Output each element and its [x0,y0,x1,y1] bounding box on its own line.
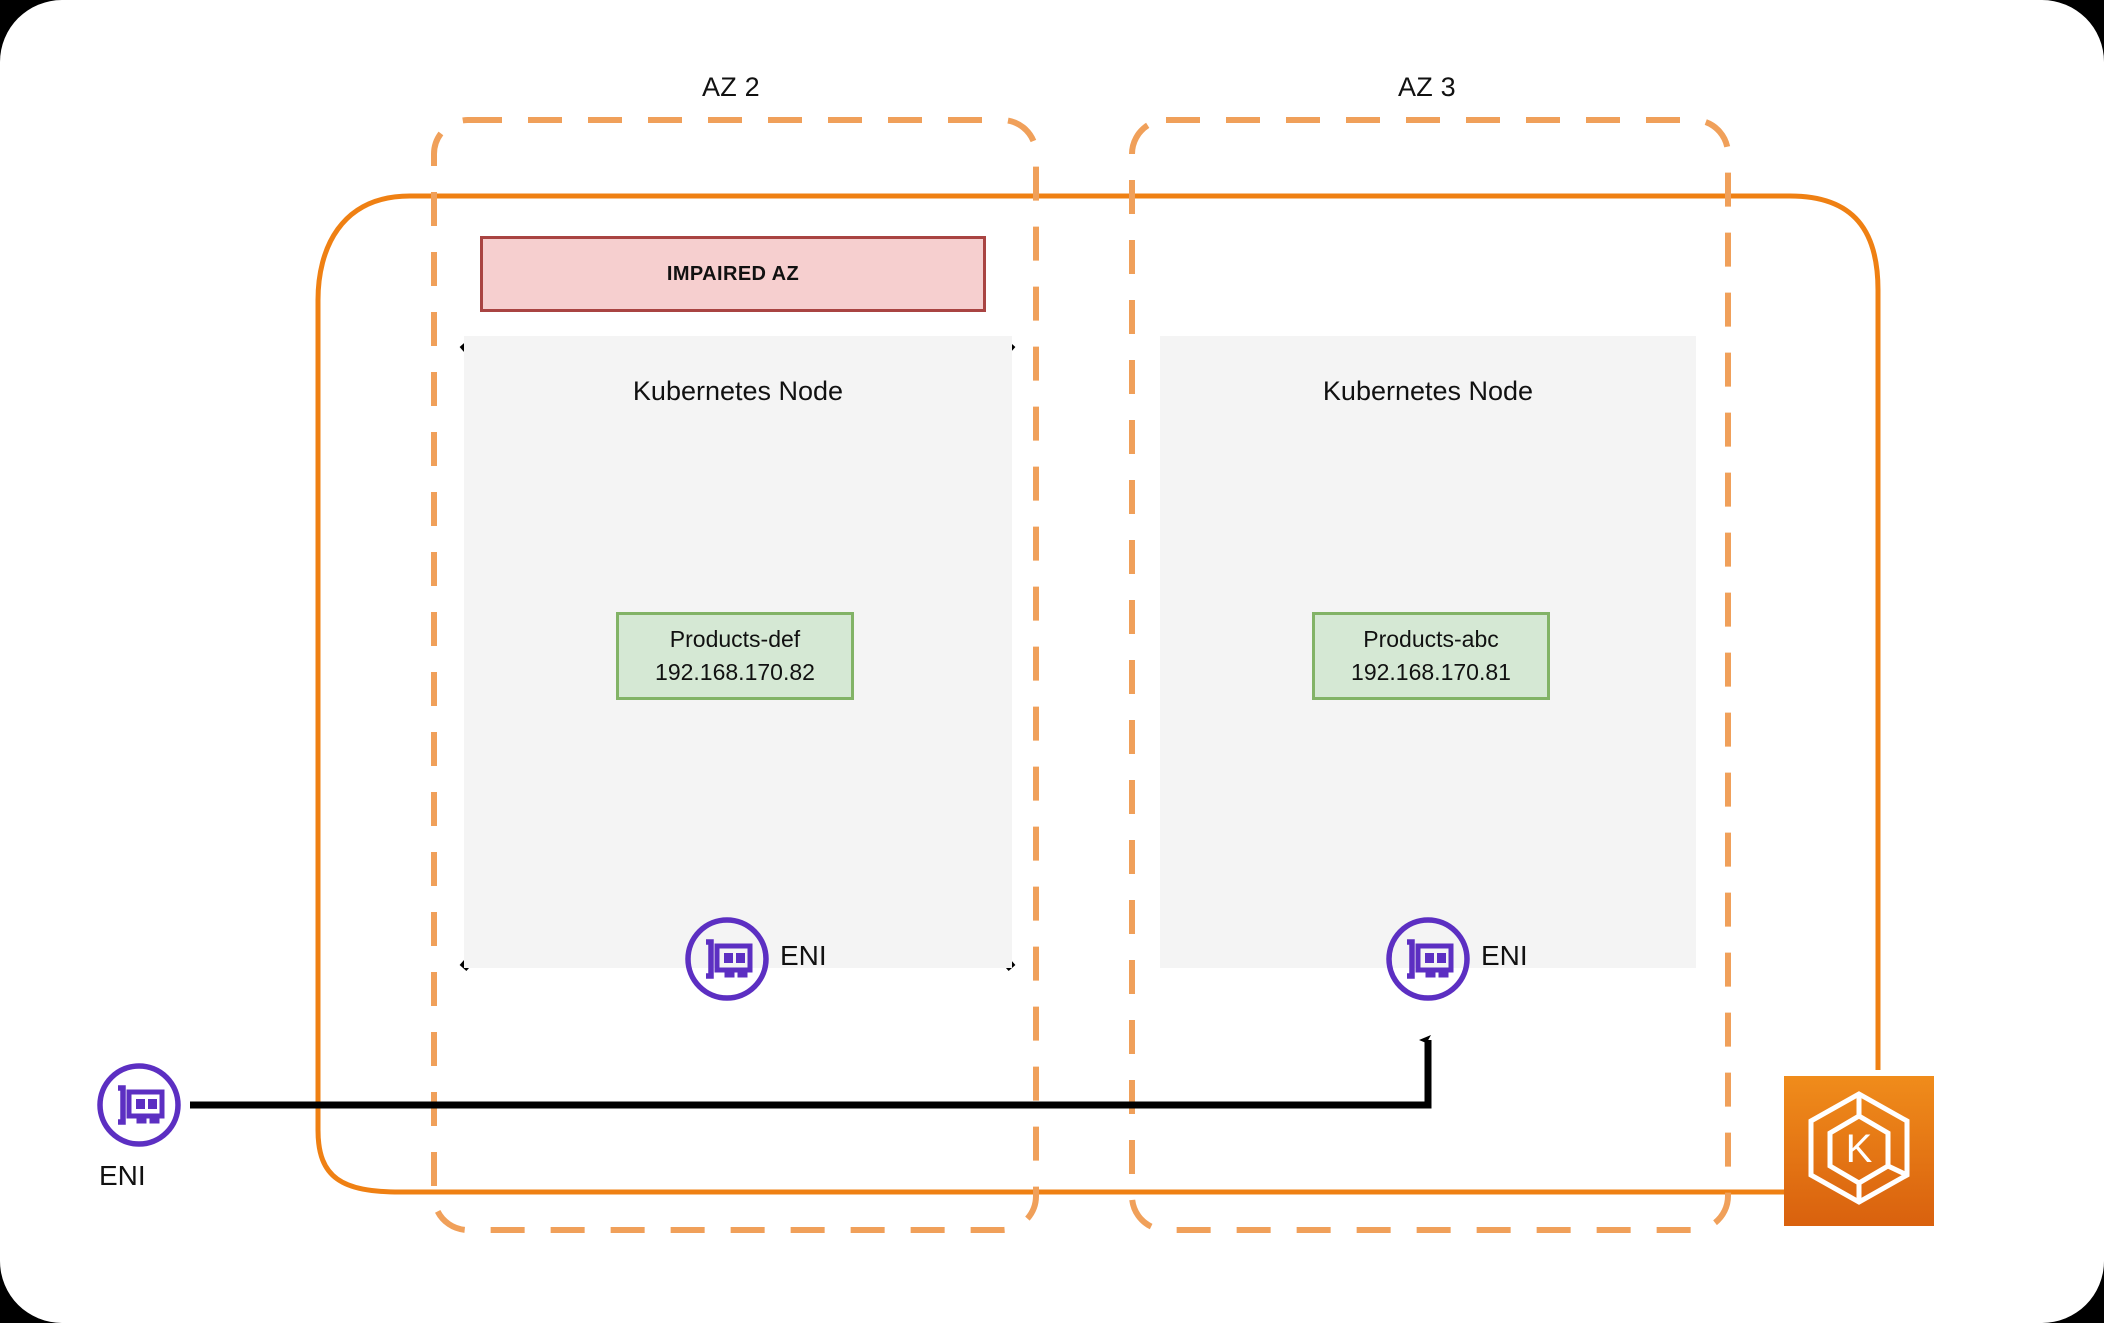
eni-az3-label: ENI [1481,940,1528,971]
kubernetes-node-az2-title: Kubernetes Node [632,376,844,406]
eks-hexagon-glyph: K [1808,1091,1910,1205]
network-interface-card-icon [685,917,769,1001]
eks-kubernetes-logo-icon[interactable]: K [1784,1076,1934,1226]
pod-products-abc: Products-abc 192.168.170.81 [1312,612,1550,700]
pod-products-def-name: Products-def [669,625,801,652]
network-interface-card-icon [97,1063,181,1147]
pod-products-def: Products-def 192.168.170.82 [616,612,854,700]
eni-az3[interactable]: ENI [1385,916,1528,1002]
impaired-az-banner: IMPAIRED AZ [480,236,986,312]
eni-az2-label: ENI [780,940,827,971]
eni-az2[interactable]: ENI [684,916,827,1002]
pod-products-def-ip: 192.168.170.82 [655,659,815,685]
az3-label: AZ 3 [1398,72,1456,102]
network-interface-card-icon [1386,917,1470,1001]
kubernetes-node-az3-title: Kubernetes Node [1322,376,1534,406]
pod-products-abc-name: Products-abc [1363,625,1499,652]
traffic-path-external-to-az3 [190,1035,1432,1109]
svg-text:K: K [1846,1127,1873,1171]
vpc-boundary-right-path [1789,193,1881,1070]
eni-external-label: ENI [99,1160,146,1191]
az2-label: AZ 2 [702,72,760,102]
pod-products-abc-ip: 192.168.170.81 [1351,659,1511,685]
eni-external[interactable]: ENI [96,1062,182,1191]
impaired-az-banner-label: IMPAIRED AZ [666,262,800,285]
